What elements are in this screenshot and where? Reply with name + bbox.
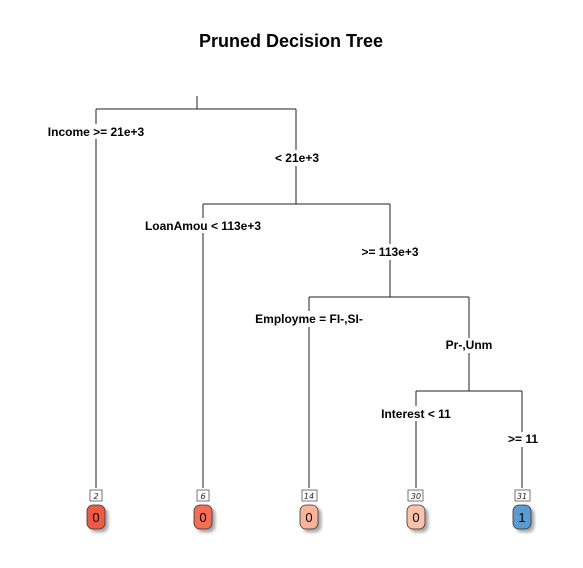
- leaf-node: 30 0: [406, 489, 426, 530]
- leaf-nodes: 2 0 6 0 14 0 30 0 31 1: [86, 489, 532, 530]
- leaf-node: 14 0: [299, 489, 319, 530]
- leaf-id-box: [301, 489, 318, 502]
- leaf-id: 30: [411, 492, 421, 501]
- split-4-right-label: >= 11: [508, 432, 538, 446]
- leaf-id: 2: [93, 492, 98, 501]
- leaf-id-box: [196, 489, 210, 502]
- split-1-right-label: < 21e+3: [275, 151, 319, 165]
- leaf-box: [193, 504, 213, 530]
- leaf-id: 14: [304, 492, 314, 501]
- leaf-box: [406, 504, 426, 530]
- split-4-left-label: Interest < 11: [381, 407, 451, 421]
- split-3-left-label: Employme = FI-,SI-: [255, 312, 363, 326]
- leaf-node: 31 1: [512, 489, 532, 530]
- split-2-right-label: >= 113e+3: [361, 245, 418, 259]
- leaf-id: 31: [517, 492, 527, 501]
- split-labels: Income >= 21e+3 < 21e+3 LoanAmou < 113e+…: [48, 125, 539, 446]
- leaf-box: [512, 504, 532, 530]
- split-2-left-label: LoanAmou < 113e+3: [145, 219, 261, 233]
- diagram-title: Pruned Decision Tree: [199, 31, 383, 51]
- leaf-class-value: 1: [518, 510, 525, 525]
- leaf-box: [299, 504, 319, 530]
- leaf-id-box: [89, 489, 103, 502]
- leaf-class-value: 0: [92, 510, 99, 525]
- split-1-left-label: Income >= 21e+3: [48, 125, 145, 139]
- leaf-id-box: [407, 489, 424, 502]
- split-3-right-label: Pr-,Unm: [446, 338, 493, 352]
- leaf-box: [86, 504, 106, 530]
- leaf-class-value: 0: [412, 510, 419, 525]
- leaf-node: 2 0: [86, 489, 106, 530]
- leaf-node: 6 0: [193, 489, 213, 530]
- tree-edges: [95, 96, 523, 488]
- leaf-id-box: [514, 489, 531, 502]
- leaf-class-value: 0: [305, 510, 312, 525]
- leaf-class-value: 0: [199, 510, 206, 525]
- leaf-id: 6: [200, 492, 205, 501]
